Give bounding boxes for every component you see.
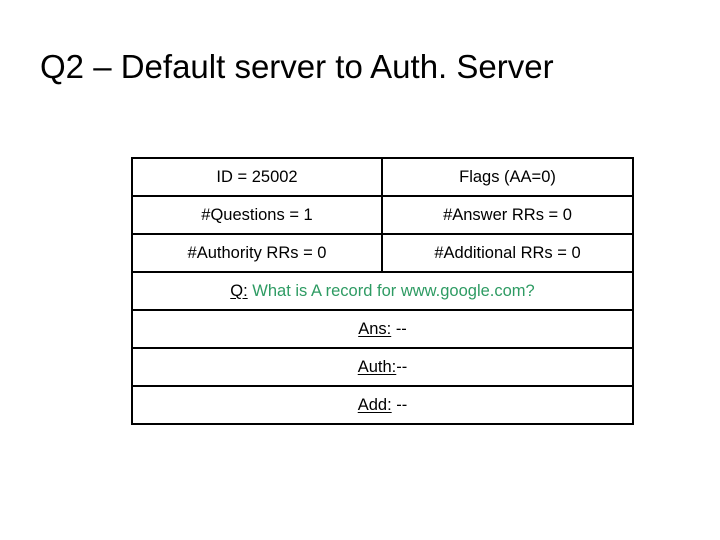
authority-label: Auth: [357,358,397,376]
table-row: #Questions = 1 #Answer RRs = 0 [131,195,634,235]
cell-authority-rr-count: #Authority RRs = 0 [131,233,383,273]
cell-additional-section: Add: -- [131,385,634,425]
additional-text: -- [396,396,408,414]
table-row: Q: What is A record for www.google.com? [131,271,634,311]
cell-transaction-id: ID = 25002 [131,157,383,197]
cell-question-section: Q: What is A record for www.google.com? [131,271,634,311]
additional-label: Add: [357,396,392,414]
authority-text: -- [396,358,408,376]
cell-flags: Flags (AA=0) [381,157,634,197]
cell-question-count: #Questions = 1 [131,195,383,235]
cell-answer-section: Ans: -- [131,309,634,349]
question-text: What is A record for www.google.com? [252,282,535,300]
table-row: #Authority RRs = 0 #Additional RRs = 0 [131,233,634,273]
table-row: ID = 25002 Flags (AA=0) [131,157,634,197]
cell-authority-section: Auth:-- [131,347,634,387]
answer-label: Ans: [358,320,392,338]
answer-text: -- [395,320,407,338]
dns-message-table: ID = 25002 Flags (AA=0) #Questions = 1 #… [131,157,634,425]
table-row: Add: -- [131,385,634,425]
cell-answer-rr-count: #Answer RRs = 0 [381,195,634,235]
cell-additional-rr-count: #Additional RRs = 0 [381,233,634,273]
table-row: Auth:-- [131,347,634,387]
page-title: Q2 – Default server to Auth. Server [40,48,554,85]
question-label: Q: [230,282,248,300]
table-row: Ans: -- [131,309,634,349]
